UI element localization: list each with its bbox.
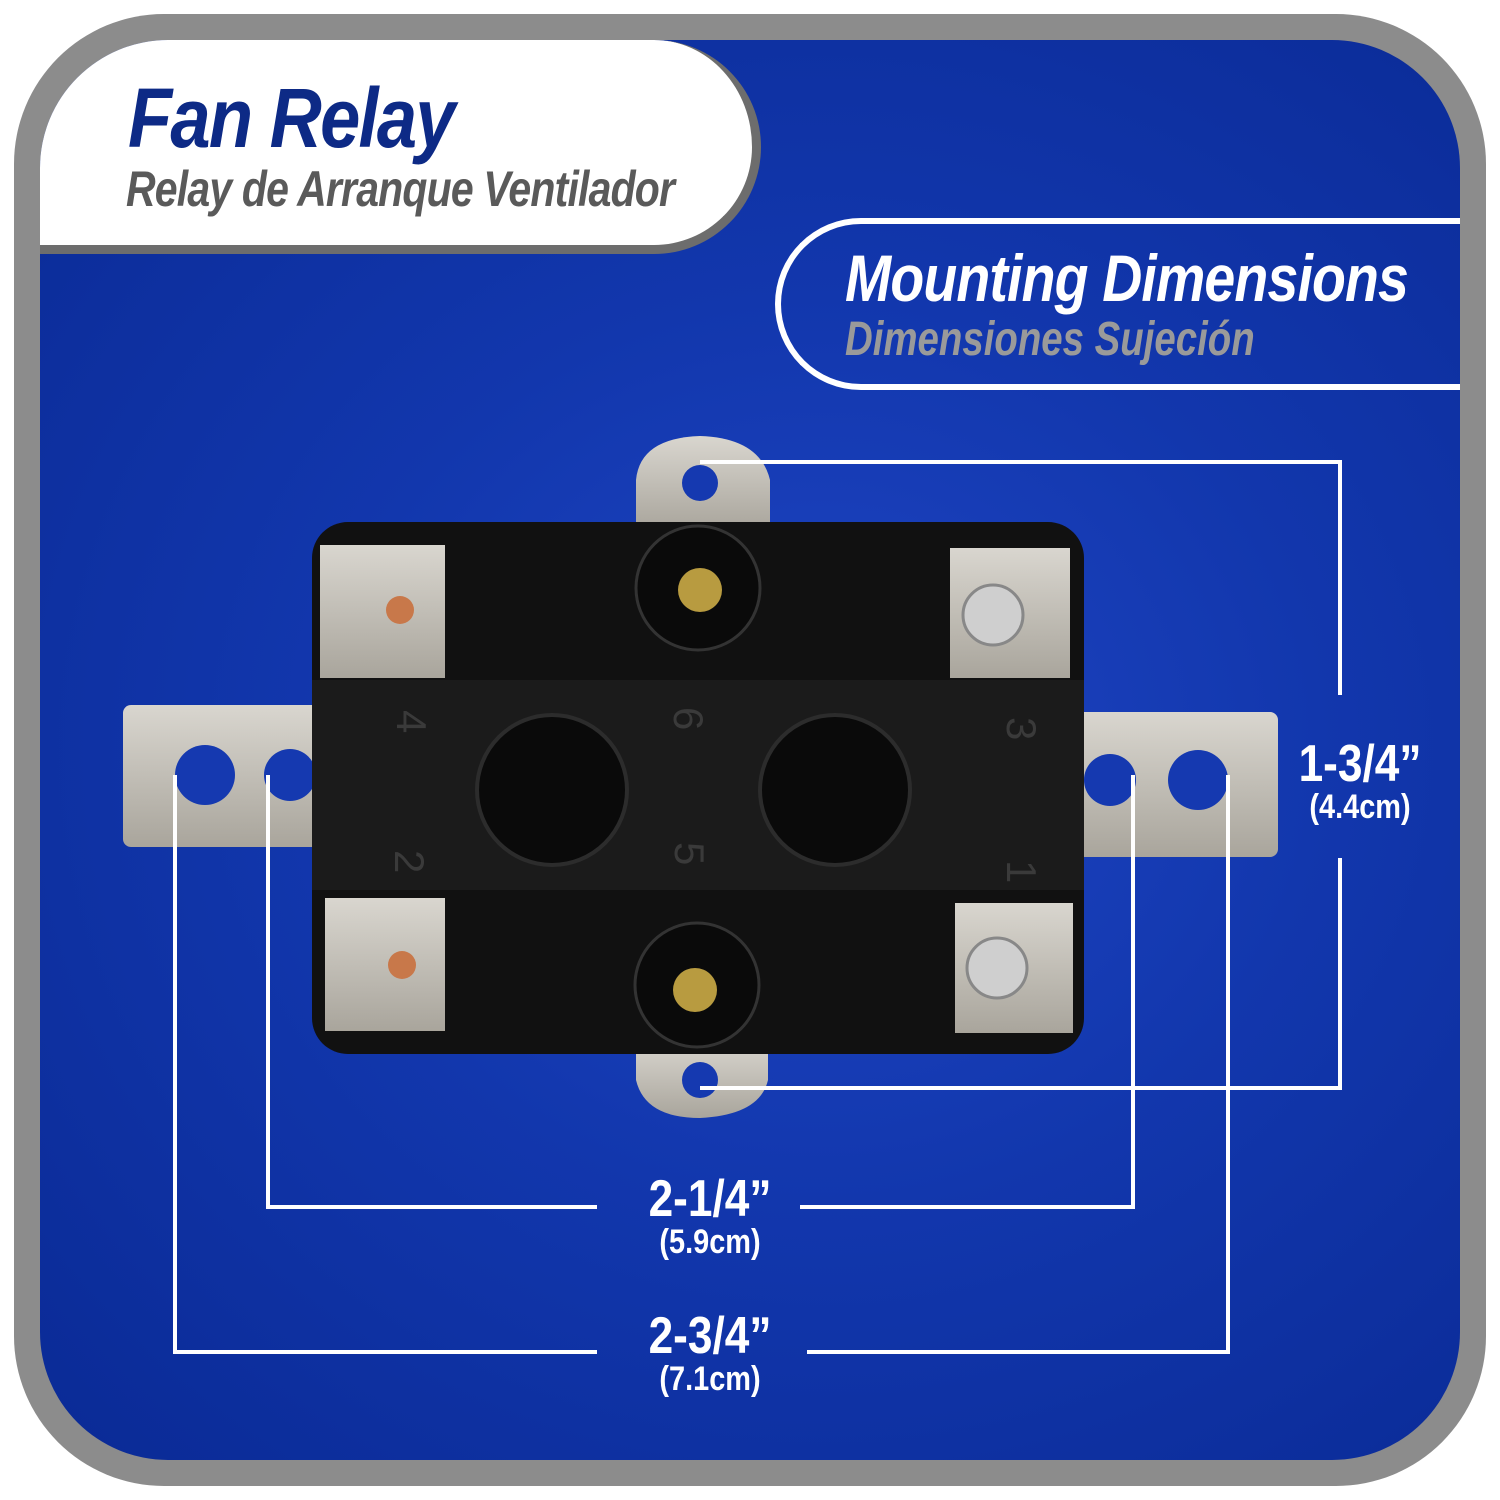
screw	[475, 524, 912, 1049]
mounting-banner	[775, 218, 1460, 390]
terminal-number: 4	[388, 710, 435, 733]
inner-width-dimension: 2-1/4” (5.9cm)	[638, 1173, 783, 1259]
product-subtitle: Relay de Arranque Ventilador	[126, 161, 675, 217]
terminal-number: 2	[386, 850, 433, 873]
outer-width-metric: (7.1cm)	[659, 1360, 761, 1398]
inner-width-imperial: 2-1/4”	[648, 1170, 772, 1228]
outer-width-imperial: 2-3/4”	[648, 1307, 772, 1365]
mounting-tab-top	[636, 436, 770, 530]
inner-width-metric: (5.9cm)	[659, 1223, 761, 1261]
terminal-number: 1	[998, 860, 1045, 883]
terminal	[320, 545, 1073, 1033]
terminal-number: 3	[998, 717, 1045, 740]
mounting-tab-bottom	[636, 1040, 768, 1118]
title-banner	[40, 40, 761, 254]
mounting-subtitle: Dimensiones Sujeción	[845, 313, 1255, 366]
mounting-title: Mounting Dimensions	[845, 241, 1409, 315]
terminal-number: 5	[666, 842, 713, 865]
mounting-plate-right	[1060, 712, 1278, 857]
outer-width-dimension: 2-3/4” (7.1cm)	[638, 1310, 783, 1396]
dimension-lines	[173, 460, 1342, 1354]
height-metric: (4.4cm)	[1309, 788, 1411, 826]
product-title: Fan Relay	[128, 71, 456, 165]
terminal-number: 6	[665, 707, 712, 730]
height-dimension: 1-3/4” (4.4cm)	[1292, 738, 1428, 824]
height-imperial: 1-3/4”	[1298, 735, 1422, 793]
mounting-plate-left	[123, 705, 343, 847]
